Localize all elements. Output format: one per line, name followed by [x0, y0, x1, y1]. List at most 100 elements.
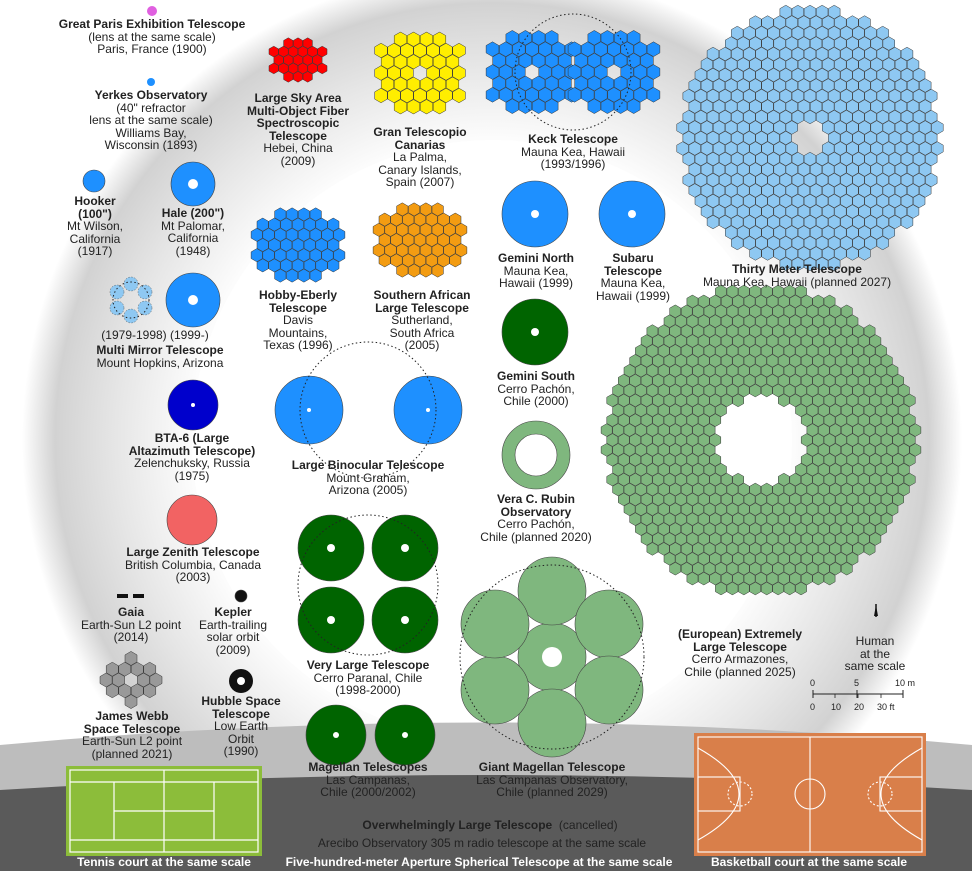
bta-location: Zelenchuksky, Russia(1975): [134, 456, 250, 483]
mmt-segment: [123, 308, 139, 324]
gmt-segment: [574, 655, 644, 725]
hooker-label: Hooker(100")Mt Wilson,California(1917): [67, 195, 123, 258]
arecibo-label: Arecibo Observatory 305 m radio telescop…: [317, 836, 647, 850]
gemini-s-location: Cerro Pachón,Chile (2000): [497, 381, 575, 408]
keck-title: Keck Telescope: [528, 132, 618, 146]
mmt-new-mirror-hole: [188, 295, 198, 305]
tmt-location: Mauna Kea, Hawaii (planned 2027): [702, 274, 892, 289]
vlt-mirror-hole: [327, 544, 335, 552]
paris-title: Great Paris Exhibition Telescope: [58, 17, 246, 31]
lbt-interferometer-outline: [299, 341, 437, 479]
hubble-hole: [237, 677, 245, 685]
mmt-title: Multi Mirror Telescope: [96, 343, 224, 357]
gmt-title: Giant Magellan Telescope: [478, 760, 626, 774]
gaia-location: Earth-Sun L2 point(2014): [80, 617, 182, 644]
hale-location: Mt Palomar,California(1948): [160, 218, 226, 258]
yerkes-title: Yerkes Observatory: [94, 88, 208, 102]
salt-location: Sutherland,South Africa(2005): [389, 313, 455, 352]
hale-label: Hale (200")Mt Palomar,California(1948): [161, 207, 225, 257]
subaru-mirror-hole: [628, 210, 636, 218]
tmt-title: Thirty Meter Telescope: [732, 262, 862, 276]
tmt-mirror: [676, 4, 944, 272]
lbt-mirror-1-hole: [307, 408, 311, 412]
lbt-title: Large Binocular Telescope: [291, 458, 445, 472]
vlt-mirror-hole: [327, 616, 335, 624]
lamost-mirror: [268, 37, 328, 83]
jwst-mirror: [99, 651, 163, 709]
gmt-segment: [517, 688, 587, 758]
gemini-south-mirror-hole: [531, 328, 539, 336]
gtc-location: La Palma,Canary Islands,Spain (2007): [378, 150, 462, 189]
elt-mirror: [600, 284, 922, 596]
vlt-mirror-hole: [401, 616, 409, 624]
paris-label: Great Paris Exhibition Telescope(lens at…: [59, 18, 246, 56]
subaru-location: Mauna Kea,Hawaii (1999): [595, 276, 671, 303]
vlt-mirror-hole: [401, 544, 409, 552]
gmt-location: Las Campanas Observatory,Chile (planned …: [476, 772, 628, 799]
mmt-segment: [109, 300, 125, 316]
gemini-n-title: Gemini North: [497, 251, 575, 265]
gemini-north-mirror-hole: [531, 210, 539, 218]
gmt-segment: [517, 556, 587, 626]
hooker-mirror: [82, 169, 106, 193]
scale-bar-ft-label: 0: [810, 702, 816, 712]
owl-label: Overwhelmingly Large Telescope (cancelle…: [362, 819, 617, 832]
vlt-location: Cerro Paranal, Chile(1998-2000): [313, 670, 423, 697]
scale-bar-m-label: 5: [854, 678, 860, 688]
tennis-court-lines: [69, 769, 259, 853]
kepler-title: Kepler: [214, 605, 252, 619]
gemini-n-location: Mauna Kea,Hawaii (1999): [498, 263, 574, 290]
gmt-outline: [459, 564, 645, 750]
mmt-segment: [137, 300, 153, 316]
owl-title: Overwhelmingly Large Telescope: [362, 818, 553, 832]
jwst-location: Earth-Sun L2 point(planned 2021): [81, 734, 183, 761]
gmt-segment: [460, 589, 530, 659]
rubin-hole: [514, 433, 558, 477]
magellan-location: Las Campanas,Chile (2000/2002): [320, 772, 416, 799]
hooker-title: Hooker(100"): [74, 194, 116, 221]
scale-bar-ft-label: 20: [854, 702, 865, 712]
magellan-title: Magellan Telescopes: [308, 760, 428, 774]
yerkes-lens: [147, 78, 155, 86]
scale-bar-m-label: 0: [810, 678, 816, 688]
hooker-location: Mt Wilson,California(1917): [66, 219, 124, 258]
mmt-periods-label: (1979-1998) (1999-): [101, 328, 209, 342]
gaia-title: Gaia: [117, 605, 145, 619]
fast-label: Five-hundred-meter Aperture Spherical Te…: [285, 855, 673, 869]
mmt-segment: [123, 276, 139, 292]
lzt-location: British Columbia, Canada(2003): [124, 557, 262, 584]
gemini-s-title: Gemini South: [497, 369, 575, 383]
lbt-mirror-2-hole: [426, 408, 430, 412]
kepler-mirror: [234, 589, 248, 603]
hale-title: Hale (200"): [161, 206, 225, 220]
